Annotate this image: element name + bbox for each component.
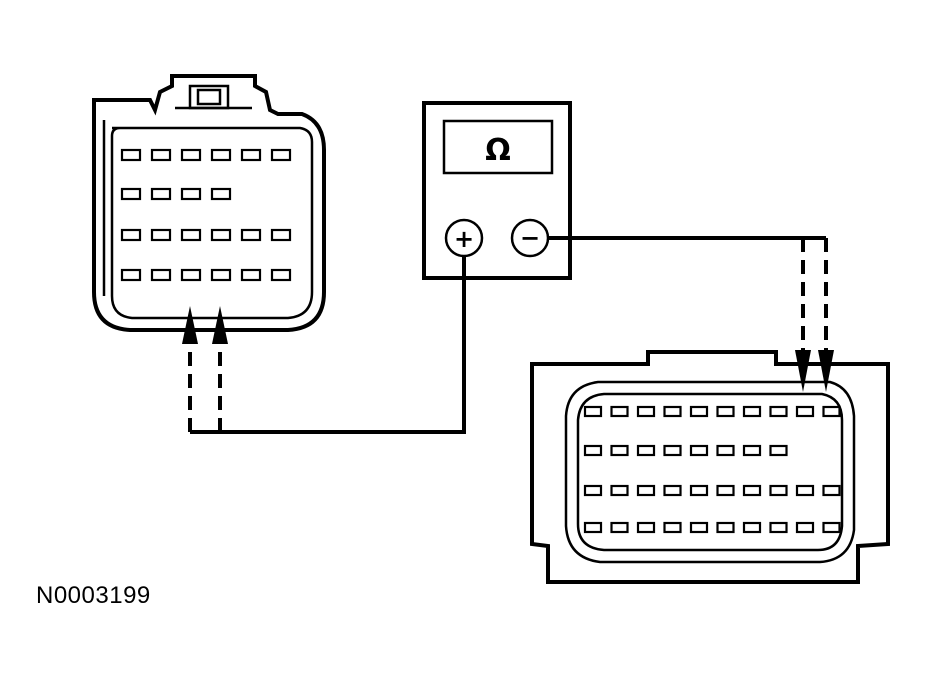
right-connector-pin: [583, 444, 603, 457]
right-connector-pin: [742, 444, 762, 457]
positive-terminal-label: +: [454, 225, 474, 253]
right-connector-pin: [769, 521, 788, 534]
right-connector-pin: [822, 521, 841, 534]
right-connector-pin: [610, 405, 629, 418]
ohm-symbol: Ω: [485, 133, 511, 168]
left-connector-pin: [270, 268, 292, 282]
ohmmeter: Ω + −: [422, 101, 572, 280]
right-connector-pin: [795, 484, 815, 497]
right-connector-pin: [689, 444, 709, 457]
negative-terminal-label: −: [520, 224, 540, 252]
right-connector-pin: [583, 521, 603, 534]
right-connector-pin: [610, 484, 629, 497]
left-connector-pin: [180, 187, 202, 201]
left-connector-pin: [240, 148, 262, 162]
right-connector-pin: [663, 444, 682, 457]
right-connector-pin: [716, 444, 735, 457]
left-connector-pin: [210, 148, 232, 162]
right-connector: [530, 350, 890, 584]
right-connector-pin: [822, 405, 841, 418]
left-connector-pin: [150, 148, 172, 162]
right-probe-tip-1: [795, 350, 811, 392]
left-connector-pin: [120, 268, 142, 282]
left-connector-pins: [120, 148, 292, 282]
right-connector-pin: [610, 444, 629, 457]
right-connector-pin: [716, 484, 735, 497]
left-connector-pin: [150, 187, 172, 201]
right-connector-pin: [716, 521, 735, 534]
left-connector-pin: [180, 228, 202, 242]
left-connector-pin: [120, 228, 142, 242]
left-connector-pin: [180, 148, 202, 162]
figure-id-label: N0003199: [36, 582, 151, 609]
right-connector-pin: [742, 484, 762, 497]
left-connector-pin: [180, 268, 202, 282]
right-connector-pin: [795, 405, 815, 418]
right-connector-pin: [716, 405, 735, 418]
right-connector-pin: [663, 405, 682, 418]
right-connector-pin: [663, 484, 682, 497]
left-connector-pin: [210, 268, 232, 282]
right-connector-pin: [636, 405, 656, 418]
left-probe-tip-1: [182, 306, 198, 344]
right-connector-pin: [689, 484, 709, 497]
right-connector-pin: [769, 405, 788, 418]
test-leads: [182, 236, 834, 434]
left-connector-pin: [210, 228, 232, 242]
left-connector-pin: [270, 228, 292, 242]
right-connector-pin: [689, 405, 709, 418]
right-probe-tip-2: [818, 350, 834, 392]
right-connector-pin: [610, 521, 629, 534]
left-connector-pin: [240, 268, 262, 282]
left-connector-pin: [120, 187, 142, 201]
left-connector-pin: [120, 148, 142, 162]
right-connector-pin: [636, 444, 656, 457]
left-connector-pin: [270, 148, 292, 162]
right-connector-pin: [742, 521, 762, 534]
right-connector-pin: [636, 484, 656, 497]
right-connector-pin: [583, 405, 603, 418]
right-connector-pin: [742, 405, 762, 418]
left-connector-pin: [150, 268, 172, 282]
right-connector-pin: [689, 521, 709, 534]
left-connector-pin: [210, 187, 232, 201]
left-connector-pin: [150, 228, 172, 242]
right-connector-pin: [822, 484, 841, 497]
right-connector-pin: [636, 521, 656, 534]
left-probe-tip-2: [212, 306, 228, 344]
right-connector-pin: [769, 444, 788, 457]
left-connector: [92, 74, 326, 332]
right-connector-pin: [663, 521, 682, 534]
left-connector-pin: [240, 228, 262, 242]
right-connector-pin: [795, 521, 815, 534]
right-connector-pins: [583, 405, 841, 534]
right-connector-pin: [583, 484, 603, 497]
right-connector-pin: [769, 484, 788, 497]
